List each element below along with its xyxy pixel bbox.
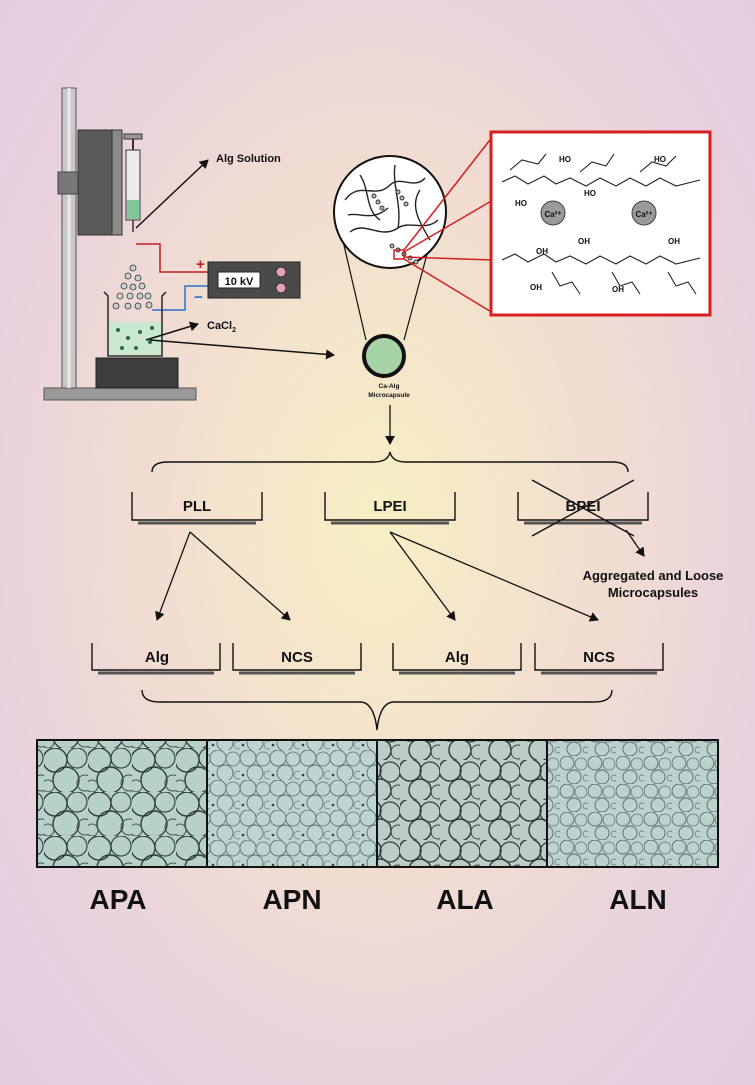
alg-2-label: Alg xyxy=(445,649,469,666)
bpei-note-line2: Microcapsules xyxy=(608,585,698,600)
ca-ion-2-label: Ca²⁺ xyxy=(635,210,652,219)
sample-label-ala: ALA xyxy=(436,884,494,915)
bpei-strike-2 xyxy=(531,479,635,537)
falling-droplets xyxy=(112,264,153,310)
micrograph-ala xyxy=(377,740,547,867)
electrospray-apparatus: + − 10 kV Alg Solution CaCl2 xyxy=(43,87,335,401)
bpei-note-line1: Aggregated and Loose xyxy=(583,568,724,583)
microcapsule-zoom: Ca-Alg Microcapsule xyxy=(333,135,494,445)
ca-ion-1-label: Ca²⁺ xyxy=(544,210,561,219)
sample-label-aln: ALN xyxy=(609,884,667,915)
ca-ion-2 xyxy=(631,200,657,226)
clamp-block xyxy=(57,171,81,195)
plus-sign: + xyxy=(196,256,205,273)
bpei-label: BPEI xyxy=(565,498,600,515)
stand-base xyxy=(43,387,197,401)
microcapsule-label-line1: Ca-Alg xyxy=(379,383,400,390)
micrograph-apa xyxy=(37,740,207,867)
tray-ncs-2 xyxy=(534,643,664,671)
top-brace xyxy=(151,451,629,473)
power-knob-1 xyxy=(275,266,287,278)
ncs-2-label: NCS xyxy=(583,649,615,666)
micrograph-apn xyxy=(207,740,377,867)
chem-group-8: OH xyxy=(612,285,624,294)
micrograph-aln xyxy=(547,740,718,867)
lpei-to-ncs-arrow xyxy=(389,531,599,622)
chem-group-7: OH xyxy=(530,283,542,292)
pll-to-ncs-arrow xyxy=(189,531,291,621)
pump-body xyxy=(77,129,117,236)
ncs-1-label: NCS xyxy=(281,649,313,666)
cacl2-label: CaCl2 xyxy=(207,320,236,334)
chem-group-6: OH xyxy=(578,237,590,246)
chem-group-9: OH xyxy=(668,237,680,246)
lpei-to-alg-arrow xyxy=(389,531,456,621)
blue-wire xyxy=(152,285,210,311)
power-knob-2 xyxy=(275,282,287,294)
ca-alg-microcapsule xyxy=(362,334,406,378)
tray-bpei xyxy=(517,492,649,521)
pll-to-alg-arrow xyxy=(155,531,191,621)
polymer-network-circle xyxy=(333,155,447,269)
minus-sign: − xyxy=(194,289,203,306)
beaker xyxy=(103,291,167,357)
lpei-label: LPEI xyxy=(373,498,406,515)
micrograph-strip xyxy=(36,739,719,868)
pll-label: PLL xyxy=(183,498,211,515)
alginate-structure-box: Ca²⁺ Ca²⁺ HO HO HO HO OH OH OH OH OH xyxy=(489,130,712,317)
sample-label-apn: APN xyxy=(262,884,321,915)
alg-solution-pointer xyxy=(135,159,209,229)
voltage-display xyxy=(217,271,261,289)
alg-solution-label: Alg Solution xyxy=(216,153,281,165)
sample-label-apa: APA xyxy=(89,884,146,915)
tray-alg-2 xyxy=(392,643,522,671)
stir-plate xyxy=(95,357,179,389)
chem-group-5: OH xyxy=(536,247,548,256)
bottom-brace xyxy=(141,689,613,731)
ca-ion-1 xyxy=(540,200,566,226)
chem-group-1: HO xyxy=(559,155,571,164)
cacl2-pointer xyxy=(145,321,199,341)
tray-lpei xyxy=(324,492,456,521)
microcapsule-label-line2: Microcapsule xyxy=(368,392,410,399)
coating-row: Alg NCS Alg NCS xyxy=(91,643,664,675)
chem-group-3: HO xyxy=(515,199,527,208)
polycation-row: PLL LPEI BPEI Aggregated and Loose Micro… xyxy=(131,479,724,600)
voltage-label: 10 kV xyxy=(225,276,254,288)
bpei-arrow xyxy=(625,529,645,557)
alg-1-label: Alg xyxy=(145,649,169,666)
tray-pll xyxy=(131,492,263,521)
chem-group-4: HO xyxy=(654,155,666,164)
polymer-chains xyxy=(344,164,439,241)
chem-group-2: HO xyxy=(584,189,596,198)
beaker-to-capsule-arrow xyxy=(149,339,335,360)
red-wire xyxy=(136,243,210,273)
tray-alg-1 xyxy=(91,643,221,671)
syringe-solution xyxy=(127,200,139,219)
tray-ncs-1 xyxy=(232,643,362,671)
zoom-region xyxy=(393,249,405,260)
beaker-liquid xyxy=(108,322,162,356)
